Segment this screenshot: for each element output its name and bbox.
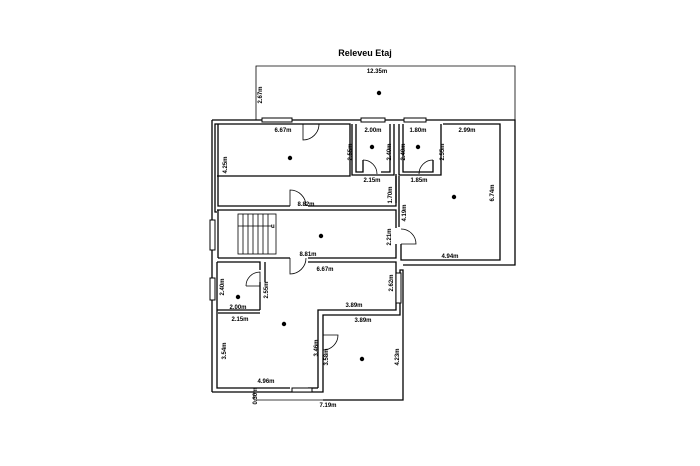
dim-label: 4.19m (402, 204, 408, 221)
dim-label: 2.40m (387, 143, 393, 160)
dim-label: 2.55m (440, 143, 446, 160)
dim-label: 2.15m (363, 178, 380, 184)
dim-label: 2.55m (264, 281, 270, 298)
staircase: u (237, 213, 277, 255)
dim-label: 1.70m (388, 186, 394, 203)
stairs-label: u (271, 224, 275, 230)
balcony (255, 65, 516, 120)
dim-label: 6.67m (274, 128, 291, 134)
dim-label: 3.46m (314, 339, 320, 356)
dim-label: 0.30m (253, 387, 259, 404)
dim-label: 1.80m (409, 128, 426, 134)
dim-label: 6.67m (316, 267, 333, 273)
dim-label: 4.96m (257, 379, 274, 385)
dim-label: 2.99m (458, 128, 475, 134)
dim-label: 8.82m (297, 202, 314, 208)
dimension-labels: 12.35m 6.67m 2.00m 1.80m 2.99m 2.15m 1.8… (220, 69, 496, 409)
dim-label: 2.00m (364, 128, 381, 134)
dim-label: 4.94m (441, 254, 458, 260)
doors (245, 123, 434, 351)
dim-label: 4.23m (395, 348, 401, 365)
dim-label: 3.89m (354, 318, 371, 324)
windows (209, 117, 427, 393)
room-markers (235, 90, 457, 362)
dim-label: 1.85m (410, 178, 427, 184)
dim-label: 2.40m (401, 143, 407, 160)
dim-label: 6.74m (490, 184, 496, 201)
dim-label: 3.89m (345, 303, 362, 309)
dim-label: 2.00m (229, 305, 246, 311)
dim-label: 2.55m (348, 143, 354, 160)
dim-label: 3.54m (222, 342, 228, 359)
dim-label: 12.35m (367, 69, 387, 75)
dim-label: 3.58m (324, 348, 330, 365)
dim-label: 2.21m (387, 228, 393, 245)
dim-label: 8.81m (299, 252, 316, 258)
dim-label: 2.67m (258, 86, 264, 103)
plan-title: Releveu Etaj (338, 48, 392, 58)
dim-label: 2.40m (220, 278, 226, 295)
dim-label: 2.62m (389, 274, 395, 291)
dim-label: 4.25m (223, 156, 229, 173)
dim-label: 2.15m (231, 317, 248, 323)
dim-label: 7.19m (319, 403, 336, 409)
